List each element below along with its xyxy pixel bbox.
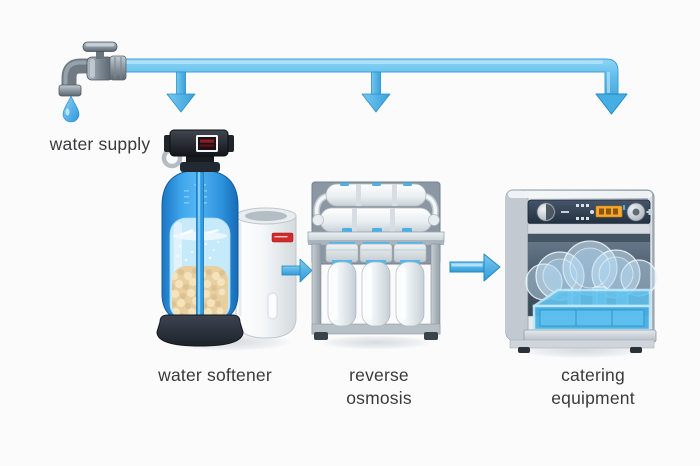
label-reverse-osmosis-line1: reverse xyxy=(349,365,409,385)
faucet-spout xyxy=(58,84,82,97)
water-drop-icon xyxy=(62,95,80,123)
brine-tank-label xyxy=(271,232,294,243)
faucet-handle xyxy=(82,41,118,52)
faucet-handle-stem xyxy=(96,49,104,59)
plinth xyxy=(509,339,655,349)
down-arrow-ro xyxy=(361,71,391,113)
control-head xyxy=(164,129,234,172)
dishwasher-icon xyxy=(505,189,658,353)
label-water-softener: water softener xyxy=(158,365,272,385)
faucet-icon xyxy=(58,41,127,123)
water-softener-icon xyxy=(156,129,297,347)
down-arrow-softener xyxy=(166,71,196,113)
label-catering-equipment: catering equipment xyxy=(551,364,635,410)
door-top-strip xyxy=(527,223,651,235)
control-panel xyxy=(527,199,653,225)
label-catering-equipment-line2: equipment xyxy=(551,388,635,408)
pipe-highlight xyxy=(125,60,603,64)
pipe-run xyxy=(121,58,619,96)
supply-pipe xyxy=(121,58,628,115)
faucet-arm xyxy=(61,58,95,86)
label-reverse-osmosis: reverse osmosis xyxy=(346,364,412,410)
rack-tray xyxy=(532,288,652,332)
down-arrow-equipment xyxy=(595,93,628,115)
plates xyxy=(525,240,658,301)
ground-shadow xyxy=(300,333,452,352)
foot xyxy=(518,347,530,353)
panel-markings xyxy=(576,204,594,220)
label-reverse-osmosis-line2: osmosis xyxy=(346,388,412,408)
flow-arrow-ro-to-equipment xyxy=(449,253,501,282)
pipe-coupling xyxy=(109,55,127,81)
foot xyxy=(630,347,642,353)
flow-arrow-softener-to-ro xyxy=(281,258,313,283)
filter-cartridges xyxy=(325,242,427,327)
tank-base xyxy=(156,314,244,347)
water-sparkles xyxy=(177,241,219,265)
reverse-osmosis-icon xyxy=(307,181,445,340)
label-catering-equipment-line1: catering xyxy=(561,365,625,385)
resin-tank xyxy=(161,169,239,325)
pipe-elbow-highlight xyxy=(607,72,610,93)
membrane-housings xyxy=(312,182,440,234)
brine-tank xyxy=(235,207,297,339)
label-water-supply: water supply xyxy=(49,134,151,154)
dishwasher-side-panel xyxy=(506,190,528,340)
